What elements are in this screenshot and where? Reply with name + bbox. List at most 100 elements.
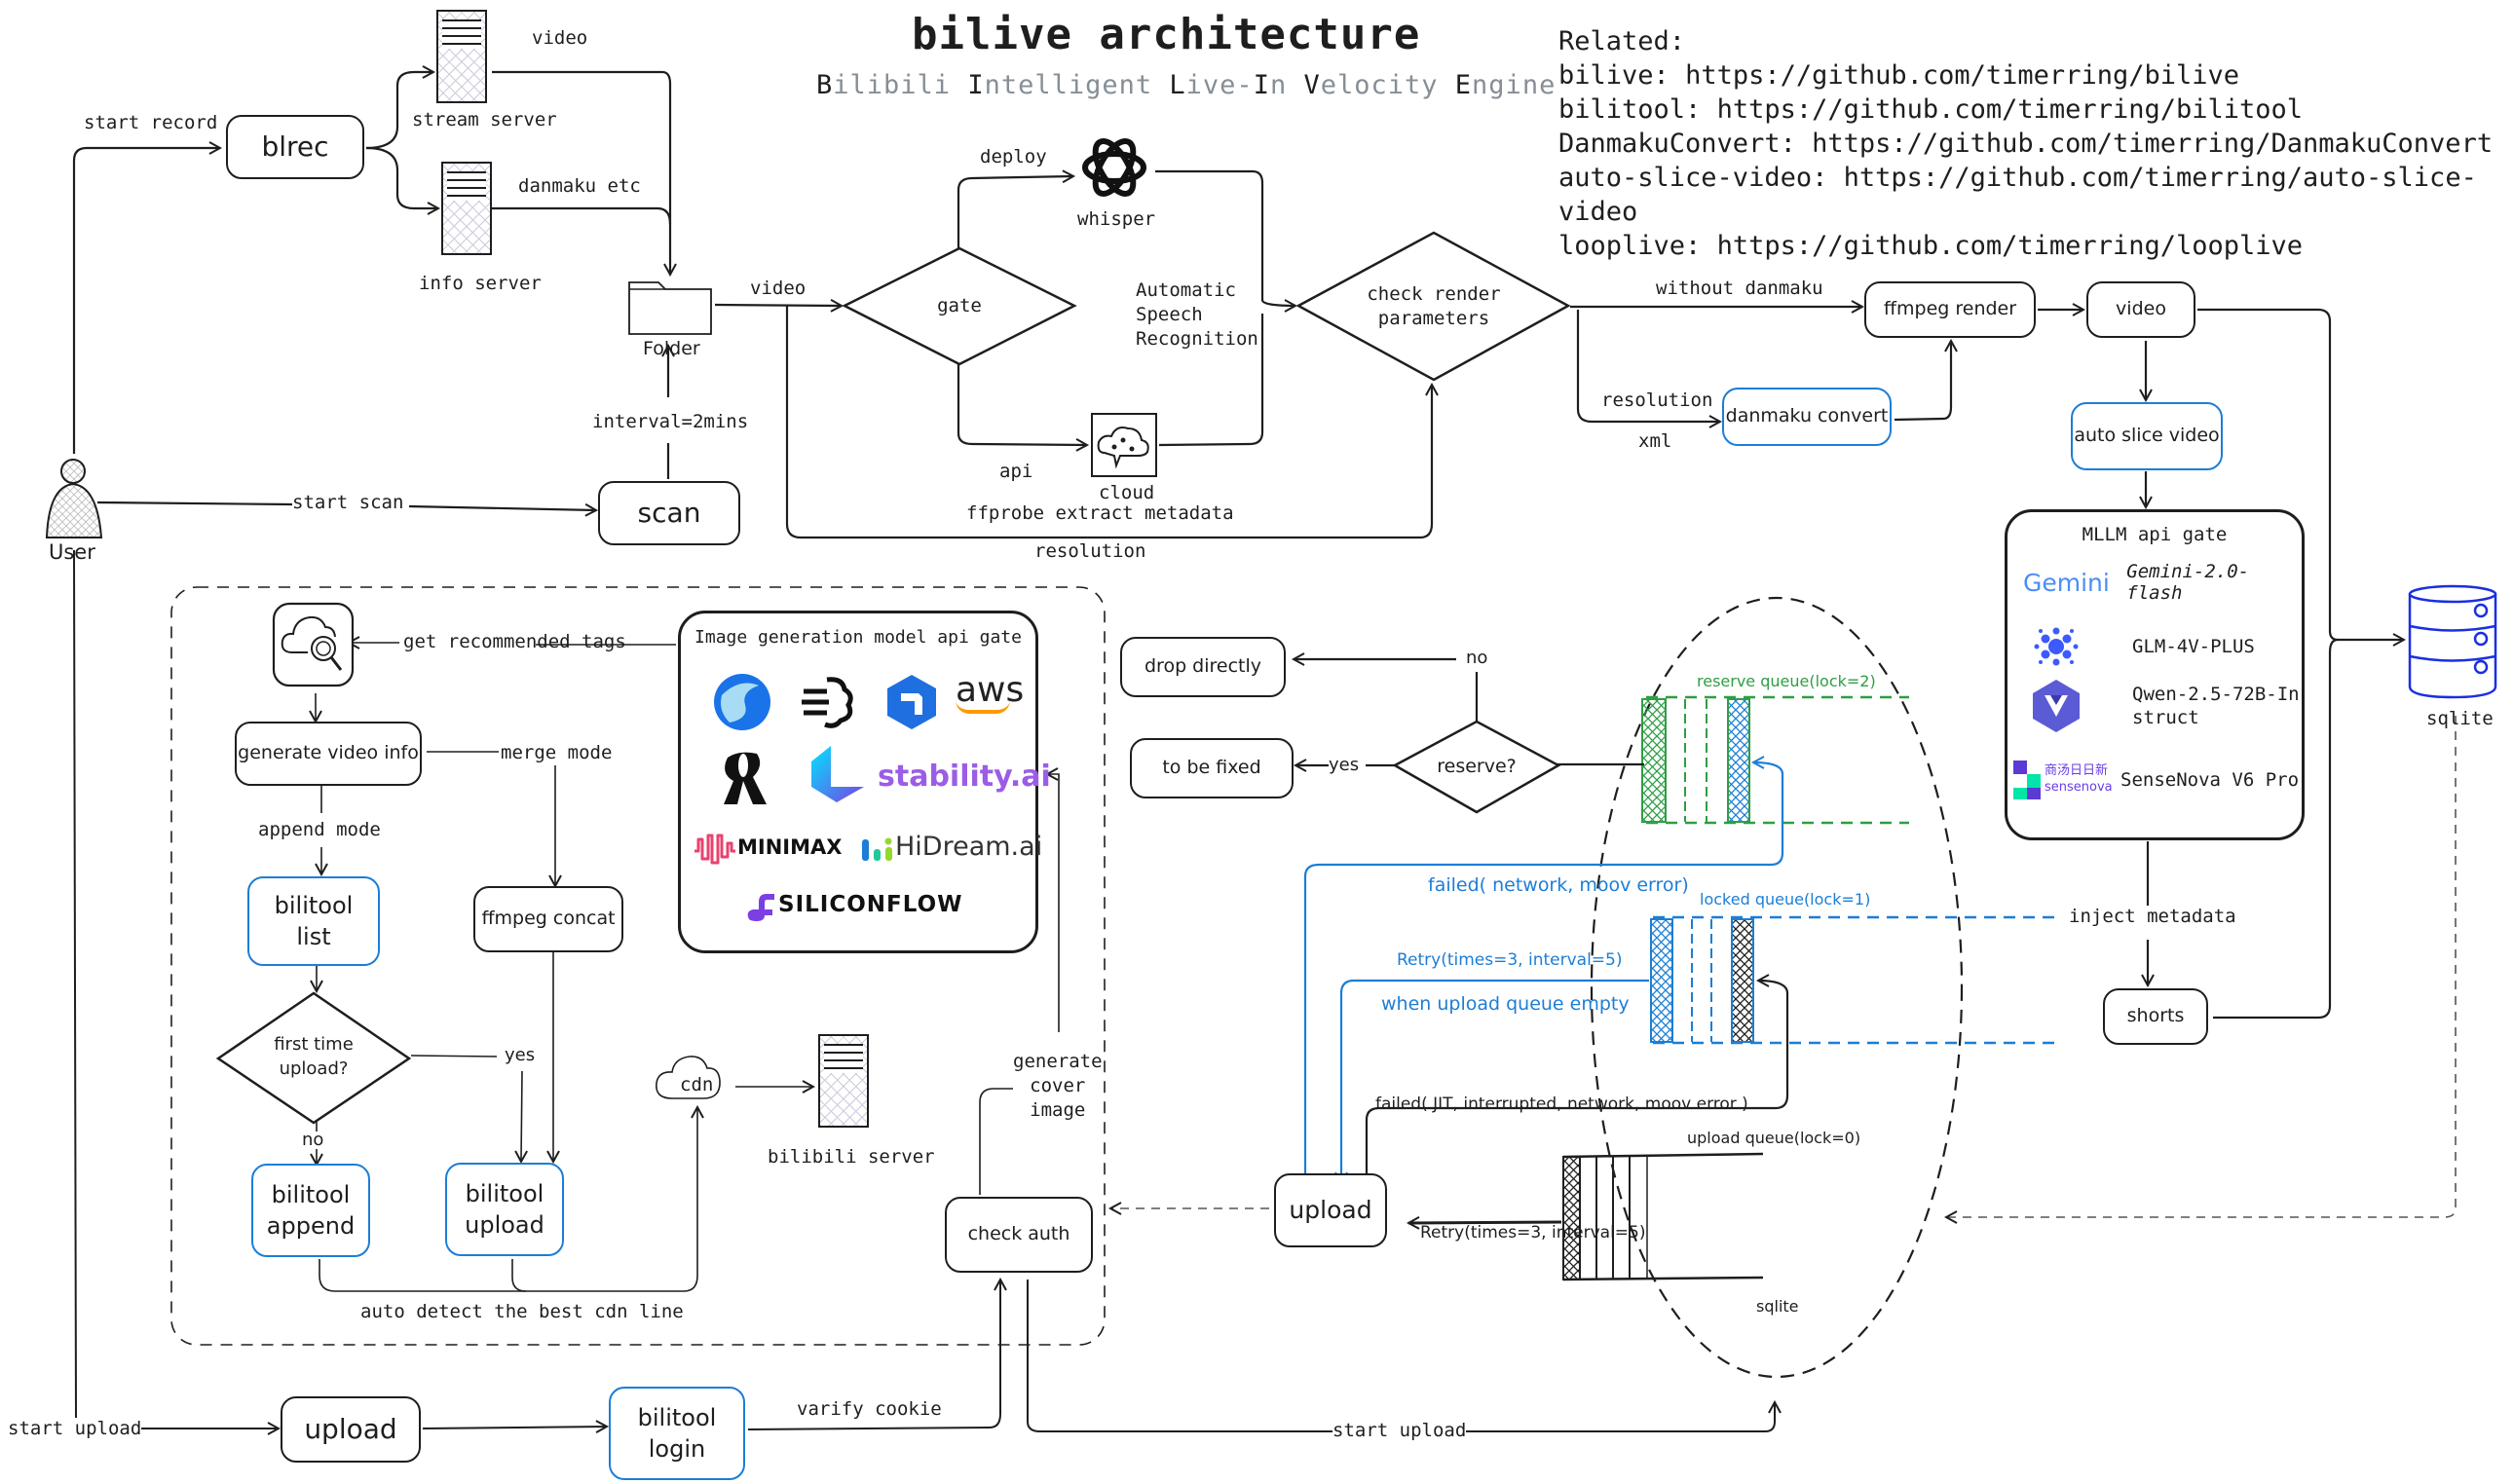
bilibili-server-icon — [818, 1034, 869, 1128]
related-link-looplive[interactable]: looplive: https://github.com/timerring/l… — [1558, 231, 2304, 261]
upload-queue-shape — [1562, 1152, 1764, 1281]
edge-queue-to-upload — [1408, 1222, 1562, 1223]
when-upload-queue-empty-label: when upload queue empty — [1381, 993, 1630, 1015]
info-server-label: info server — [419, 273, 542, 294]
danmaku-edge-label: danmaku etc — [518, 175, 641, 197]
cloud-service-icon — [1091, 413, 1157, 477]
edge-whisper-check — [1155, 169, 1295, 306]
edge-locked-retry — [1341, 979, 1649, 1183]
whisper-label: whisper — [1077, 208, 1156, 230]
queue-ellipse — [1590, 596, 1964, 1379]
mllm-api-gate[interactable]: MLLM api gate Gemini Gemini-2.0-flash GL… — [2005, 509, 2305, 840]
video-edge-label: video — [532, 27, 588, 49]
bilitool-upload-node[interactable]: bilitool upload — [445, 1163, 564, 1256]
gemini-logo-icon: Gemini — [2023, 568, 2110, 597]
deploy-label: deploy — [980, 146, 1047, 167]
start-upload-left-label: start upload — [8, 1418, 142, 1439]
edge-reserve-no — [1294, 659, 1479, 722]
xml-label: xml — [1638, 430, 1672, 452]
edge-sqlite-queue — [1946, 716, 2457, 1217]
ffmpeg-render-node[interactable]: ffmpeg render — [1864, 281, 2036, 338]
related-links: Related: bilive: https://github.com/time… — [1558, 24, 2514, 263]
edge-locked-to-reserve — [1303, 762, 1784, 1183]
reserve-queue-shape — [1641, 695, 1909, 825]
check-render-label[interactable]: check render parameters — [1367, 283, 1501, 329]
queue-sqlite-label: sqlite — [1756, 1297, 1799, 1316]
danmaku-convert-node[interactable]: danmaku convert — [1722, 388, 1892, 446]
model-row-gemini: Gemini Gemini-2.0-flash — [2023, 561, 2302, 604]
model-name: Gemini-2.0-flash — [2126, 561, 2250, 604]
user-icon — [45, 459, 103, 538]
edge-start-scan — [96, 502, 596, 510]
reserve-decision-label[interactable]: reserve? — [1437, 756, 1517, 777]
upload-entry-node[interactable]: upload — [281, 1396, 421, 1463]
sensenova-logo-icon: 商汤日日新 sensenova — [2013, 761, 2117, 799]
edge-yes — [410, 1055, 522, 1162]
reserve-yes-label: yes — [1329, 755, 1360, 775]
related-link-danmakuconvert[interactable]: DanmakuConvert: https://github.com/timer… — [1558, 129, 2494, 159]
auto-slice-video-node[interactable]: auto slice video — [2071, 402, 2223, 470]
model-row-glm: GLM-4V-PLUS — [2027, 617, 2255, 676]
reserve-no-label: no — [1466, 648, 1488, 668]
inject-metadata-label: inject metadata — [2069, 906, 2236, 927]
related-heading: Related: — [1558, 26, 1686, 56]
blrec-node[interactable]: blrec — [226, 115, 364, 179]
aws-logo-icon: aws — [956, 670, 1024, 714]
recraft-logo-icon — [724, 752, 767, 804]
yes-label: yes — [505, 1045, 536, 1065]
drop-directly-node[interactable]: drop directly — [1120, 637, 1286, 697]
model-name: GLM-4V-PLUS — [2132, 636, 2255, 657]
varify-cookie-label: varify cookie — [797, 1398, 942, 1420]
related-link-auto-slice-video[interactable]: auto-slice-video: https://github.com/tim… — [1558, 163, 2477, 227]
cdn-cloud-icon — [656, 1056, 721, 1099]
start-record-label: start record — [84, 112, 218, 133]
reserve-diamond — [1392, 720, 1561, 814]
scan-node[interactable]: scan — [598, 481, 740, 545]
bilitool-append-node[interactable]: bilitool append — [251, 1164, 370, 1257]
get-tags-label: get recommended tags — [403, 631, 626, 652]
edge-resolution — [785, 305, 1432, 539]
upload-queue-label: upload queue(lock=0) — [1687, 1129, 1861, 1147]
related-link-bilive[interactable]: bilive: https://github.com/timerring/bil… — [1558, 60, 2240, 91]
siliconflow-logo-icon — [747, 894, 774, 921]
image-generation-api-gate[interactable]: Image generation model api gate aws stab… — [678, 611, 1051, 953]
related-link-bilitool[interactable]: bilitool: https://github.com/timerring/b… — [1558, 94, 2304, 125]
sqlite-database-icon — [2408, 584, 2497, 699]
reserve-queue-label: reserve queue(lock=2) — [1697, 672, 1876, 690]
edge-video-folder — [492, 70, 670, 275]
asr-label: Automatic Speech Recognition — [1136, 279, 1258, 350]
video-node[interactable]: video — [2086, 281, 2195, 338]
stream-server-icon — [436, 10, 487, 103]
bilitool-list-node[interactable]: bilitool list — [247, 876, 380, 966]
qwen-logo-icon — [2033, 680, 2080, 732]
no-label: no — [302, 1130, 324, 1150]
to-be-fixed-node[interactable]: to be fixed — [1130, 738, 1294, 798]
edge-start-upload-queue — [1027, 1280, 1775, 1432]
generate-video-info-node[interactable]: generate video info — [235, 722, 422, 786]
queue-upload-node[interactable]: upload — [1274, 1173, 1387, 1247]
gate-label[interactable]: gate — [937, 295, 982, 316]
minimax-logo-text: MINIMAX — [737, 835, 843, 859]
locked-queue-label: locked queue(lock=1) — [1700, 890, 1871, 909]
cloud-search-icon — [272, 602, 355, 687]
first-time-upload-diamond — [215, 991, 412, 1125]
ffmpeg-concat-node[interactable]: ffmpeg concat — [473, 886, 623, 952]
shorts-node[interactable]: shorts — [2103, 988, 2208, 1045]
edge-folder-gate — [714, 305, 842, 306]
edge-blrec-info — [365, 146, 438, 208]
generate-cover-label: generate cover image — [1013, 1051, 1103, 1121]
minimax-wave-icon — [694, 834, 735, 865]
edge-shorts-sqlite — [2213, 638, 2339, 1020]
diagram-subtitle: Bilibili Intelligent Live-In Velocity En… — [816, 70, 1557, 100]
video-to-gate-label: video — [750, 278, 807, 299]
whisper-logo-icon — [1082, 138, 1146, 197]
edge-to-danmaku — [1576, 310, 1720, 422]
folder-icon — [628, 281, 712, 335]
first-time-upload-label[interactable]: first time upload? — [274, 1034, 354, 1079]
cdn-label: cdn — [680, 1074, 714, 1095]
edge-start-record — [72, 148, 220, 454]
stream-server-label: stream server — [412, 109, 557, 130]
bilitool-login-node[interactable]: bilitool login — [609, 1387, 745, 1480]
edge-user-down — [73, 549, 77, 1423]
check-auth-node[interactable]: check auth — [945, 1197, 1093, 1273]
